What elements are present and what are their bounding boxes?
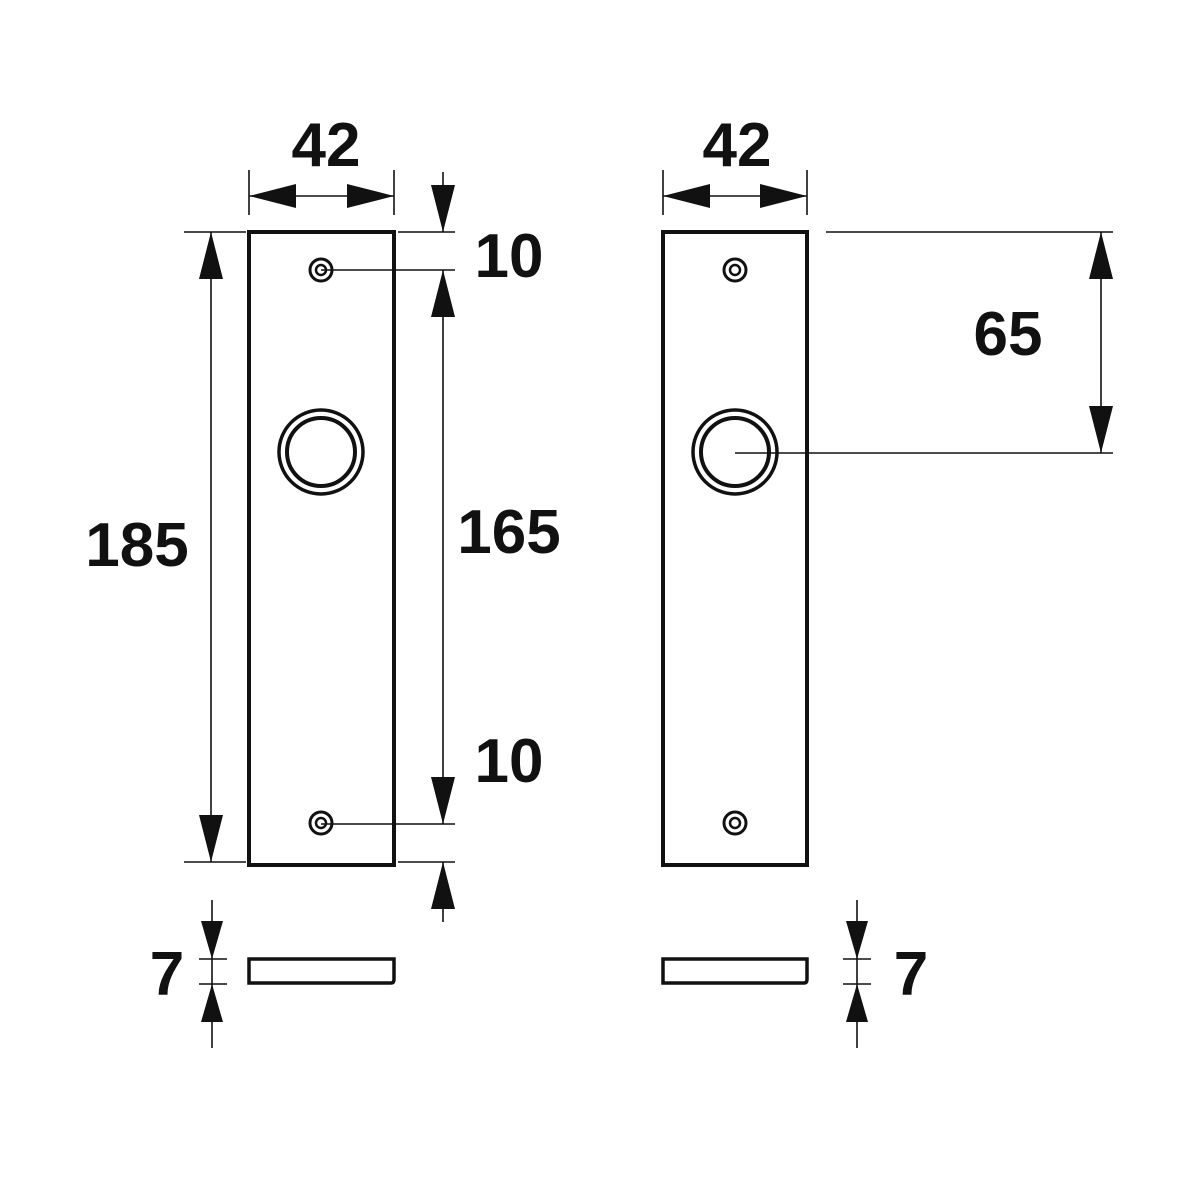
right-plate-outline [661, 230, 809, 867]
left-bottom-screw-hole [308, 810, 334, 836]
right-spindle-offset-dimension: 65 [735, 231, 1113, 454]
right-thickness-dimension: 7 [843, 900, 928, 1048]
left-thickness-dimension: 7 [150, 900, 227, 1048]
left-thickness-label: 7 [150, 940, 184, 1009]
right-top-screw-hole [722, 257, 748, 283]
left-hole-spacing-label: 165 [457, 498, 560, 567]
left-height-label: 185 [85, 511, 188, 580]
right-plate-view: 42 65 7 [661, 111, 1113, 1048]
left-top-offset-label: 10 [475, 222, 544, 291]
right-spindle-offset-label: 65 [974, 300, 1043, 369]
right-spindle-hole [691, 408, 779, 496]
left-bottom-offset-dimension: 10 [431, 727, 543, 922]
left-spindle-hole [277, 408, 365, 496]
right-side-profile [661, 957, 809, 985]
left-side-profile [247, 957, 396, 985]
right-bottom-screw-hole [722, 810, 748, 836]
left-bottom-offset-label: 10 [475, 727, 544, 796]
left-top-offset-dimension: 10 [431, 172, 543, 291]
left-plate-outline [247, 230, 396, 867]
left-hole-spacing-dimension: 165 [431, 270, 561, 824]
left-width-label: 42 [292, 111, 361, 180]
left-width-dimension: 42 [248, 111, 395, 215]
left-height-dimension: 185 [85, 231, 246, 863]
right-width-label: 42 [703, 111, 772, 180]
right-width-dimension: 42 [662, 111, 808, 215]
left-plate-view: 42 185 10 165 [85, 111, 561, 1048]
right-thickness-label: 7 [894, 940, 928, 1009]
